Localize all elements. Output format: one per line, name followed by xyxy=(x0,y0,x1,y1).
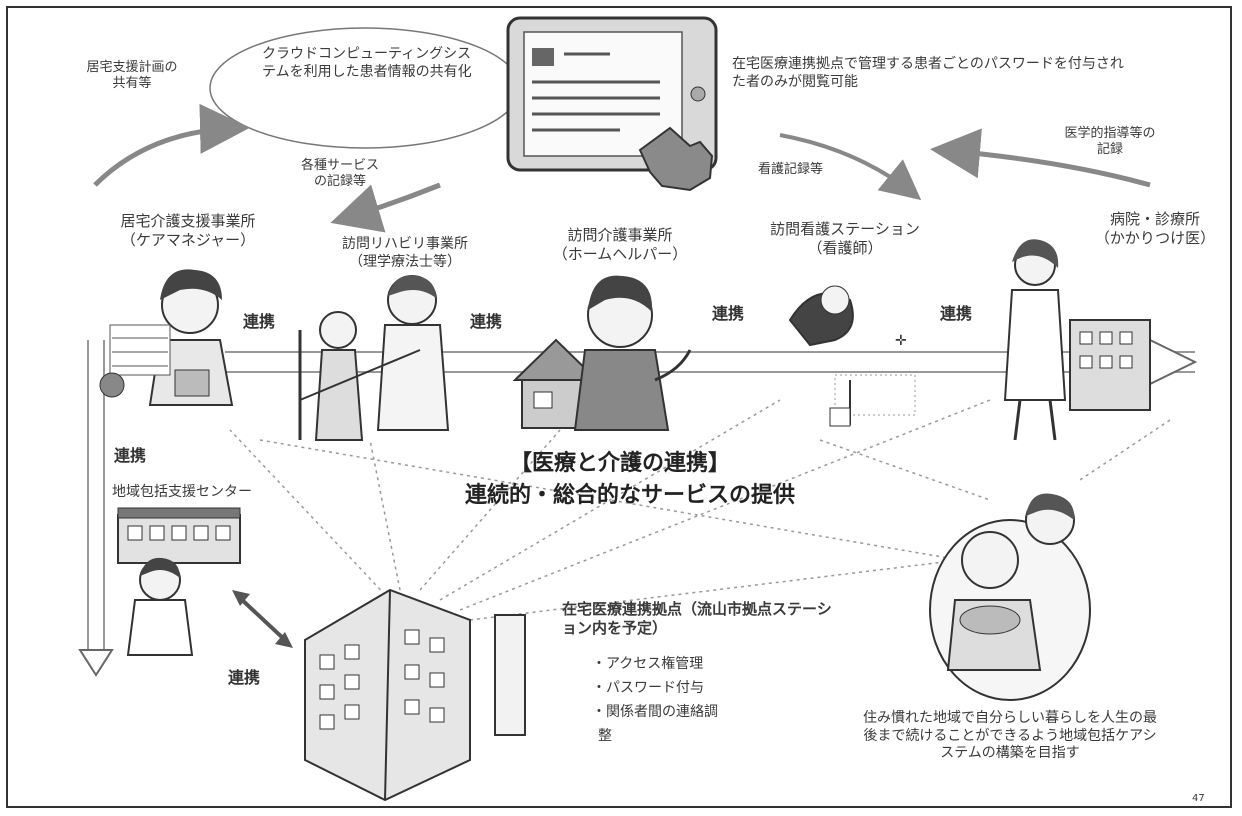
node-clinic: 病院・診療所 （かかりつけ医） xyxy=(1094,210,1216,247)
diagram-frame xyxy=(6,6,1232,808)
renkei-label-6: 連携 xyxy=(228,668,261,687)
node-hub: 在宅医療連携拠点（流山市拠点ステーション内を予定） xyxy=(562,600,832,637)
nurse-figure: ✛ xyxy=(788,285,916,427)
arrow-left-mid-label: 各種サービス の記録等 xyxy=(300,158,379,190)
page-number: 47 xyxy=(1192,793,1205,804)
therapist-figure xyxy=(298,275,450,441)
arrow-top-left-label: 居宅支援計画の 共有等 xyxy=(86,60,178,92)
goal-text: 住み慣れた地域で自分らしい暮らしを人生の最後まで続けることができるよう地域包括ケ… xyxy=(863,710,1157,761)
cloud-note: クラウドコンピューティングシステムを利用した患者情報の共有化 xyxy=(262,46,472,80)
node-rehab: 訪問リハビリ事業所 （理学療法士等） xyxy=(342,236,468,270)
double-arrow-icon xyxy=(232,590,293,648)
care-manager-figure xyxy=(99,269,234,406)
flow-arrow-head xyxy=(1149,338,1198,386)
arrow-right xyxy=(930,128,1151,188)
arrow-top-left xyxy=(93,103,250,187)
center-message-line2: 連続的・総合的なサービスの提供 xyxy=(464,483,795,508)
hub-function-4: 整 xyxy=(598,728,612,744)
hub-function-3: ・関係者間の連絡調 xyxy=(592,704,718,720)
arrow-center xyxy=(779,133,922,201)
node-community-center: 地域包括支援センター xyxy=(112,484,252,500)
hub-function-1: ・アクセス権管理 xyxy=(592,656,704,672)
center-staff-figure xyxy=(126,557,194,656)
node-care-manager: 居宅介護支援事業所 （ケアマネジャー） xyxy=(120,212,256,249)
elderly-couple-figure xyxy=(929,493,1091,701)
renkei-label-3: 連携 xyxy=(712,304,745,323)
doctor-figure xyxy=(1003,239,1067,441)
renkei-label-5: 連携 xyxy=(114,446,147,465)
arrow-right-label: 医学的指導等の 記録 xyxy=(1064,126,1156,158)
helper-figure xyxy=(573,275,692,431)
renkei-label-2: 連携 xyxy=(470,312,503,331)
hub-function-2: ・パスワード付与 xyxy=(592,680,704,696)
arrow-left-mid xyxy=(330,182,441,233)
hospital-building-icon xyxy=(1069,319,1151,411)
top-right-note: 在宅医療連携拠点で管理する患者ごとのパスワードを付与された者のみが閲覧可能 xyxy=(732,56,1124,90)
renkei-label-1: 連携 xyxy=(243,312,276,331)
pointing-hand-icon xyxy=(638,126,714,192)
node-nurse-station: 訪問看護ステーション （看護師） xyxy=(770,220,920,257)
center-message-line1: 【医療と介護の連携】 xyxy=(509,451,730,476)
left-vertical-arrow-head xyxy=(78,649,114,677)
hub-building-icon xyxy=(304,588,526,802)
arrow-center-label: 看護記録等 xyxy=(758,162,824,177)
renkei-label-4: 連携 xyxy=(940,304,973,323)
building-icon xyxy=(117,507,241,564)
svg-text:✛: ✛ xyxy=(895,333,907,349)
node-home-helper: 訪問介護事業所 （ホームヘルパー） xyxy=(552,226,688,263)
